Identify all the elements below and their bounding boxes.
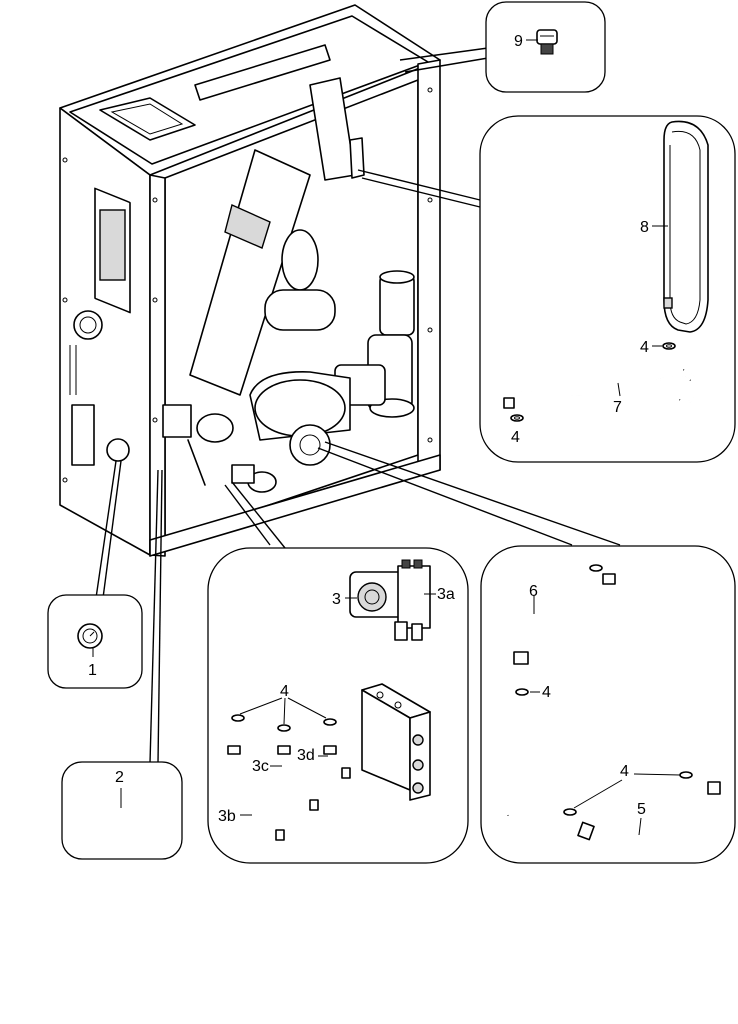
label-9: 9 <box>514 33 523 50</box>
detail-box-8-7: 8 4 7 4 <box>479 115 736 463</box>
part-8-expansion-vessel <box>663 120 709 333</box>
label-3: 3 <box>332 591 341 608</box>
detail-box-6-5: 6 4 4 5 <box>480 545 736 864</box>
detail-box-9: 9 <box>485 1 606 93</box>
detail-box-2: 2 <box>61 761 183 860</box>
label-4-box5: 4 <box>620 763 629 780</box>
label-2: 2 <box>115 769 124 786</box>
part-mounting-bracket <box>361 683 431 801</box>
part-9-plug <box>536 29 558 55</box>
part-3c-pipe <box>277 745 319 811</box>
part-2-pin <box>100 798 130 820</box>
part-5-pipe <box>504 780 721 846</box>
part-3-pump-assembly <box>349 559 431 641</box>
label-4-group3: 4 <box>280 683 289 700</box>
label-3b: 3b <box>218 808 236 825</box>
label-7: 7 <box>613 399 622 416</box>
label-4-hose: 4 <box>511 429 520 446</box>
part-7-flexible-hose <box>503 368 699 409</box>
internal-components <box>162 77 415 493</box>
label-8: 8 <box>640 219 649 236</box>
label-3a: 3a <box>437 586 455 603</box>
label-5: 5 <box>637 801 646 818</box>
label-3c: 3c <box>252 758 269 775</box>
part-4-washer-box6-top <box>589 564 603 572</box>
detail-box-1: 1 <box>47 594 143 689</box>
part-3b-pipe <box>227 745 285 841</box>
label-6: 6 <box>529 583 538 600</box>
label-4-box6: 4 <box>542 684 551 701</box>
label-1: 1 <box>88 662 97 679</box>
detail-box-3: 3 3a 4 3b <box>207 547 469 864</box>
part-4-washers-group3 <box>231 714 337 732</box>
part-4-washer-box6 <box>515 688 529 696</box>
part-4-washer-exp <box>662 342 676 350</box>
label-4-exp: 4 <box>640 339 649 356</box>
part-3d-elbow <box>323 745 351 779</box>
part-6-pipe <box>513 573 616 665</box>
part-1-gauge <box>77 623 103 649</box>
callout-leaders <box>95 47 621 764</box>
label-3d: 3d <box>297 747 315 764</box>
part-4-washer-hose <box>510 414 524 422</box>
